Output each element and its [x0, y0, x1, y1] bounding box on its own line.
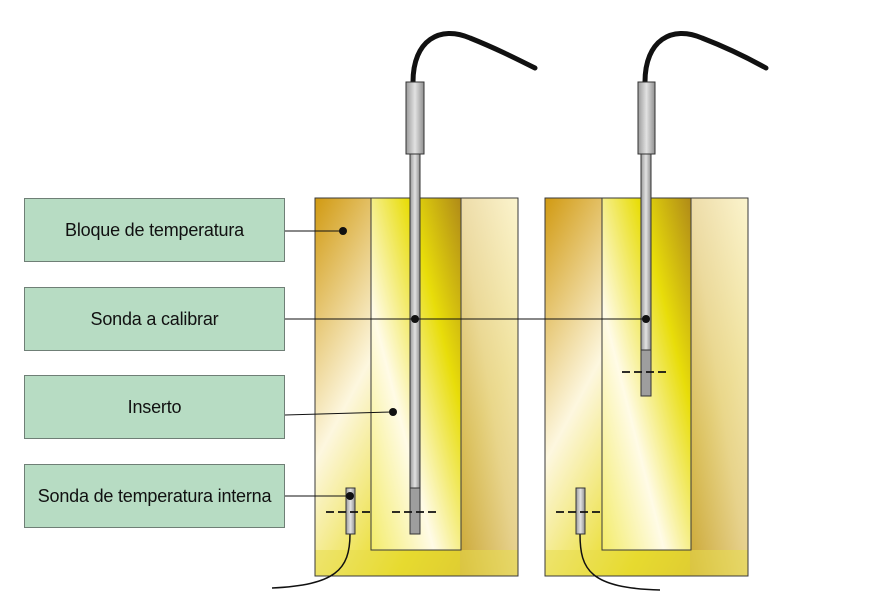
- block-bottom-left: [315, 550, 518, 576]
- leader-probe-dot-left: [411, 315, 419, 323]
- probe-tip-left: [409, 487, 421, 535]
- probe-cable-right: [642, 31, 769, 85]
- internal-probe-left: [345, 487, 356, 535]
- internal-probe-cable-left: [271, 533, 351, 589]
- leader-lines: [284, 227, 650, 500]
- probe-handle-left: [405, 81, 425, 155]
- label-temperature-block-text: Bloque de temperatura: [65, 219, 244, 240]
- label-probe-to-calibrate: Sonda a calibrar: [24, 287, 285, 351]
- internal-probe-right: [575, 487, 586, 535]
- internal-probe-cable-right: [579, 533, 661, 591]
- leader-insert-dot: [389, 408, 397, 416]
- label-internal-probe-text: Sonda de temperatura interna: [37, 485, 272, 506]
- leader-internal-probe-dot: [346, 492, 354, 500]
- label-probe-to-calibrate-text: Sonda a calibrar: [90, 308, 219, 329]
- block-right-strip-left: [460, 198, 518, 576]
- right-assembly: [544, 31, 769, 591]
- label-insert-text: Inserto: [127, 396, 182, 417]
- leader-insert: [284, 411, 393, 416]
- block-bottom-right: [545, 550, 748, 576]
- leader-block-dot: [339, 227, 347, 235]
- label-internal-probe: Sonda de temperatura interna: [24, 464, 285, 528]
- leader-probe-dot-right: [642, 315, 650, 323]
- label-insert: Inserto: [24, 375, 285, 439]
- probe-handle-right: [637, 81, 656, 155]
- label-temperature-block: Bloque de temperatura: [24, 198, 285, 262]
- left-assembly: [271, 31, 538, 589]
- probe-shaft-left: [409, 153, 421, 535]
- probe-tip-right: [640, 349, 652, 397]
- probe-cable-left: [410, 31, 538, 85]
- block-right-strip-right: [690, 198, 748, 576]
